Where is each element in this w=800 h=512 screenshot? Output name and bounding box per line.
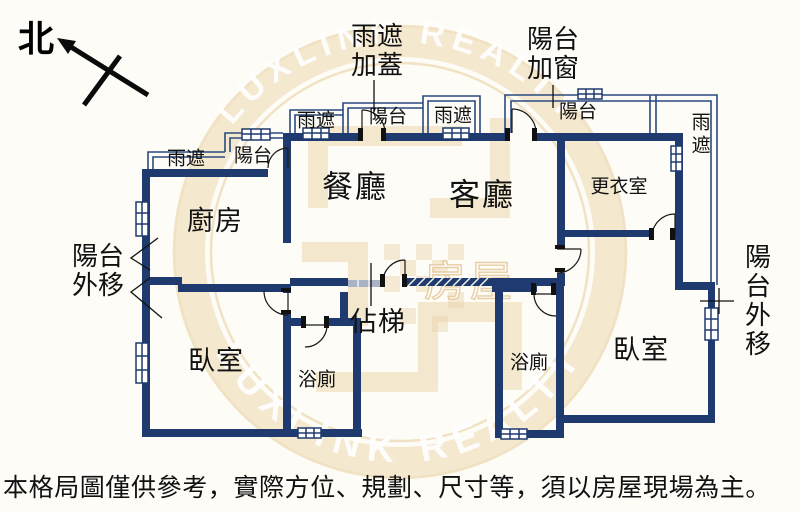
wall-kitchen-top	[142, 169, 268, 177]
north-label: 北	[18, 19, 55, 59]
wall-bath2-right	[556, 286, 564, 438]
wall-corridor-a	[290, 278, 348, 286]
wall-corridor-b	[492, 278, 557, 286]
window-kitchen-balcony	[241, 128, 271, 141]
label-bedroom-left: 臥室	[188, 345, 244, 376]
stair-wall-hatching	[407, 277, 489, 287]
label-bath-right: 浴廁	[509, 352, 549, 374]
wall-living-right	[557, 141, 565, 237]
wall-top-3	[537, 133, 683, 141]
label-rain-cover-capped: 雨遮 加蓋	[350, 21, 404, 80]
wall-bath1-top-a	[291, 318, 305, 326]
rain-cover-c-outline	[422, 95, 481, 133]
rain-cover-b-outline	[289, 109, 343, 133]
door-bath-right	[533, 293, 557, 317]
label-rain-cover-c: 雨遮	[433, 105, 473, 127]
windows	[135, 88, 719, 440]
label-kitchen: 廚房	[187, 205, 243, 236]
window-left-lower	[135, 342, 149, 384]
watermark-ring	[175, 27, 625, 477]
north-arrow-cross	[81, 54, 123, 107]
wall-bath1-right	[353, 318, 361, 437]
watermark-outer-ring	[172, 24, 628, 480]
label-living-room: 客廳	[449, 177, 515, 213]
wall-bath2-bottom	[495, 430, 564, 438]
window-bath1-bottom	[297, 427, 322, 439]
window-dressing-right	[670, 145, 683, 172]
label-balcony-moved-right: 陽台 外移	[744, 242, 771, 360]
balcony-c-rain-strip-outline	[504, 94, 718, 285]
stair-grey-segment	[348, 280, 384, 287]
wall-kitchen-bottom-a	[142, 277, 182, 285]
wall-right-connector	[675, 282, 715, 290]
label-balcony-c: 陽台	[558, 101, 598, 123]
wall-riser	[283, 136, 291, 177]
wall-dressing-bottom	[557, 230, 654, 237]
wall-mid-vertical-b	[283, 313, 291, 437]
window-bath2-bottom	[500, 428, 528, 440]
wall-kitchen-bottom-b	[178, 284, 290, 292]
wall-bottom-left	[142, 429, 362, 437]
label-rain-cover-right: 雨遮	[688, 112, 710, 158]
label-rain-cover-a: 雨遮	[166, 148, 206, 170]
label-dining-room: 餐廳	[322, 169, 388, 205]
wall-stair-stub	[340, 292, 348, 326]
wall-bath2-left	[495, 286, 503, 438]
north-arrow	[57, 38, 150, 107]
watermark-inner-ring	[209, 61, 591, 443]
window-left-upper	[135, 201, 149, 237]
stair-grey-ticks	[357, 280, 370, 287]
balcony-b-outline	[342, 102, 423, 133]
label-rain-cover-b: 雨遮	[296, 110, 336, 132]
disclaimer-text: 本格局圖僅供參考，實際方位、規劃、尺寸等，須以房屋現場為主。	[3, 475, 772, 502]
north-arrow-head	[57, 38, 76, 54]
wall-nook-a	[557, 237, 565, 247]
window-top-wall-left	[302, 127, 330, 140]
door-jambs	[281, 128, 675, 328]
label-stair: 佔梯	[350, 306, 406, 337]
label-balcony-a: 陽台	[233, 145, 273, 167]
label-balcony-b: 陽台	[368, 106, 408, 128]
door-kitchen-balcony	[267, 147, 289, 169]
window-top-balcony	[577, 88, 603, 100]
label-bath-left: 浴廁	[297, 369, 337, 391]
watermark-emblem	[302, 118, 522, 392]
wall-kitchen-right	[283, 169, 291, 243]
walls	[142, 133, 715, 438]
callout-lines	[129, 80, 734, 319]
label-bedroom-right: 臥室	[613, 334, 669, 365]
rain-cover-a-outline	[147, 151, 225, 169]
wall-bath2-top	[492, 284, 537, 292]
callout-balcony-moved-left-b	[129, 277, 163, 319]
door-bath-left	[304, 324, 328, 348]
wall-bedroom2-bottom	[557, 415, 715, 423]
stair-wall-segments	[348, 277, 492, 287]
window-top-wall-mid	[442, 127, 470, 140]
window-bedroom2-right	[704, 307, 719, 341]
label-balcony-moved-left: 陽台 外移	[71, 241, 125, 300]
callout-balcony-moved-left-a	[129, 237, 159, 271]
label-dressing-room: 更衣室	[590, 176, 648, 198]
wall-right-outer	[675, 141, 683, 290]
balcony-rain-divider	[649, 95, 657, 133]
wall-bedroom2-right	[708, 282, 715, 423]
label-balcony-window-added: 陽台 加窗	[526, 24, 580, 83]
wall-nook-b	[557, 273, 565, 286]
balcony-outlines	[147, 94, 718, 285]
callout-balcony-moved-right	[700, 288, 734, 314]
wall-left-outer	[142, 169, 150, 437]
